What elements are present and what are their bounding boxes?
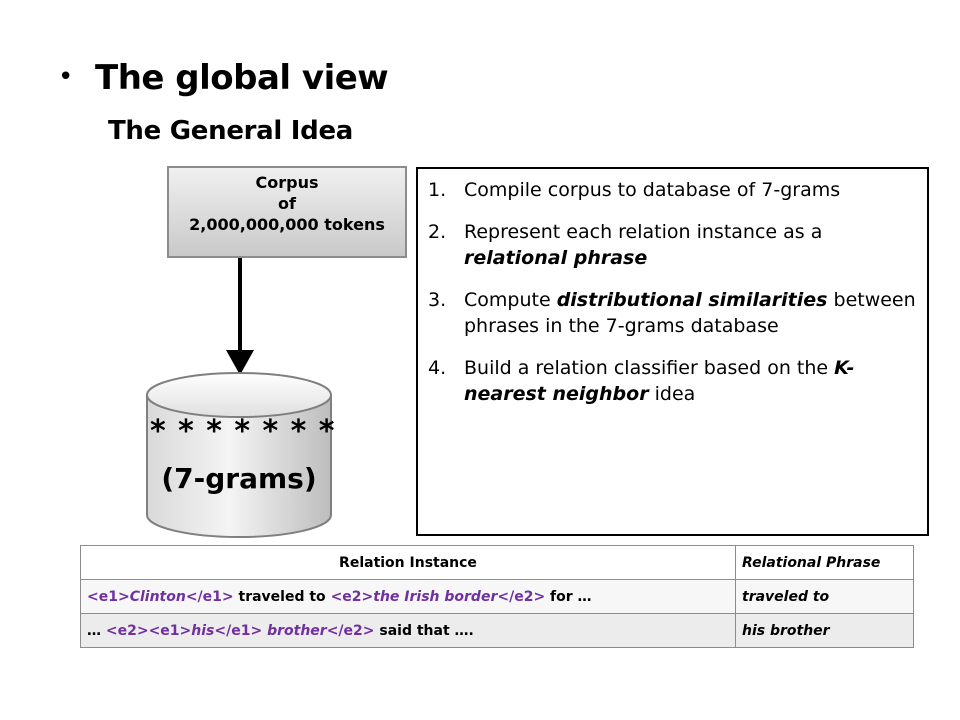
- relational-phrase-cell: traveled to: [735, 579, 914, 614]
- step-text-part: Build a relation classifier based on the: [464, 357, 835, 379]
- table-row: … <e2><e1>his</e1> brother</e2> said tha…: [80, 613, 914, 648]
- entity-tag-text: </e1>: [185, 588, 234, 605]
- database-cylinder-icon: [146, 372, 332, 538]
- step-emphasis: K-nearest neighbor: [464, 357, 855, 405]
- instance-text: for …: [545, 588, 592, 605]
- step-emphasis: distributional similarities: [556, 289, 828, 311]
- step-item: 2. Represent each relation instance as a …: [428, 219, 917, 271]
- table-row: <e1>Clinton</e1> traveled to <e2>the Iri…: [80, 579, 914, 614]
- corpus-line-1: Corpus: [255, 173, 319, 192]
- step-number: 2.: [428, 221, 447, 243]
- steps-box: 1. Compile corpus to database of 7-grams 2…: [416, 167, 929, 536]
- header-relational-phrase: Relational Phrase: [735, 545, 914, 580]
- slide-title: The global view: [95, 58, 389, 98]
- relation-instance-cell: … <e2><e1>his</e1> brother</e2> said tha…: [80, 613, 736, 648]
- instance-text: …: [87, 622, 106, 639]
- entity-tag-text: </e2>: [326, 622, 375, 639]
- database-label: (7-grams): [161, 462, 317, 495]
- entity-tag-text: <e1>: [87, 588, 130, 605]
- step-number: 3.: [428, 289, 447, 311]
- header-relation-instance: Relation Instance: [80, 545, 736, 580]
- instance-text: said that ….: [374, 622, 474, 639]
- relational-phrase-cell: his brother: [735, 613, 914, 648]
- database-stars: * * * * * * *: [150, 414, 336, 449]
- corpus-line-2: of: [278, 194, 296, 213]
- step-number: 4.: [428, 357, 447, 379]
- entity-tag-text: <e1>: [148, 622, 192, 639]
- entity-tag-text: </e1>: [214, 622, 263, 639]
- step-text: Build a relation classifier based on the…: [464, 355, 917, 407]
- relation-instance-cell: <e1>Clinton</e1> traveled to <e2>the Iri…: [80, 579, 736, 614]
- relation-table: Relation Instance Relational Phrase <e1>…: [80, 545, 914, 648]
- bullet-marker: •: [58, 62, 74, 92]
- step-emphasis: relational phrase: [464, 247, 648, 269]
- step-text-part: Represent each relation instance as a: [464, 221, 823, 243]
- entity-tag-text: <e2>: [105, 622, 149, 639]
- entity-tag-text: brother: [262, 622, 327, 639]
- step-text-part: between phrases in the 7-grams database: [464, 289, 916, 337]
- step-text-part: Compute: [464, 289, 557, 311]
- step-text: Represent each relation instance as a re…: [464, 219, 917, 271]
- corpus-box: Corpus of 2,000,000,000 tokens: [167, 166, 407, 258]
- corpus-line-3: 2,000,000,000 tokens: [189, 215, 385, 234]
- step-item: 3. Compute distributional similarities be…: [428, 287, 917, 339]
- step-item: 1. Compile corpus to database of 7-grams: [428, 177, 917, 203]
- step-text: Compile corpus to database of 7-grams: [464, 177, 917, 203]
- entity-tag-text: Clinton: [129, 588, 186, 605]
- step-text-part: Compile corpus to database of 7-grams: [464, 179, 841, 201]
- step-number: 1.: [428, 179, 447, 201]
- entity-tag-text: </e2>: [497, 588, 546, 605]
- slide-subtitle: The General Idea: [108, 116, 354, 146]
- table-header-row: Relation Instance Relational Phrase: [80, 545, 914, 580]
- instance-text: traveled to: [233, 588, 331, 605]
- step-item: 4. Build a relation classifier based on t…: [428, 355, 917, 407]
- entity-tag-text: <e2>: [330, 588, 374, 605]
- step-text: Compute distributional similarities betw…: [464, 287, 917, 339]
- step-text-part: idea: [648, 383, 696, 405]
- entity-tag-text: the Irish border: [373, 588, 498, 605]
- entity-tag-text: his: [191, 622, 215, 639]
- down-arrow: [226, 258, 254, 375]
